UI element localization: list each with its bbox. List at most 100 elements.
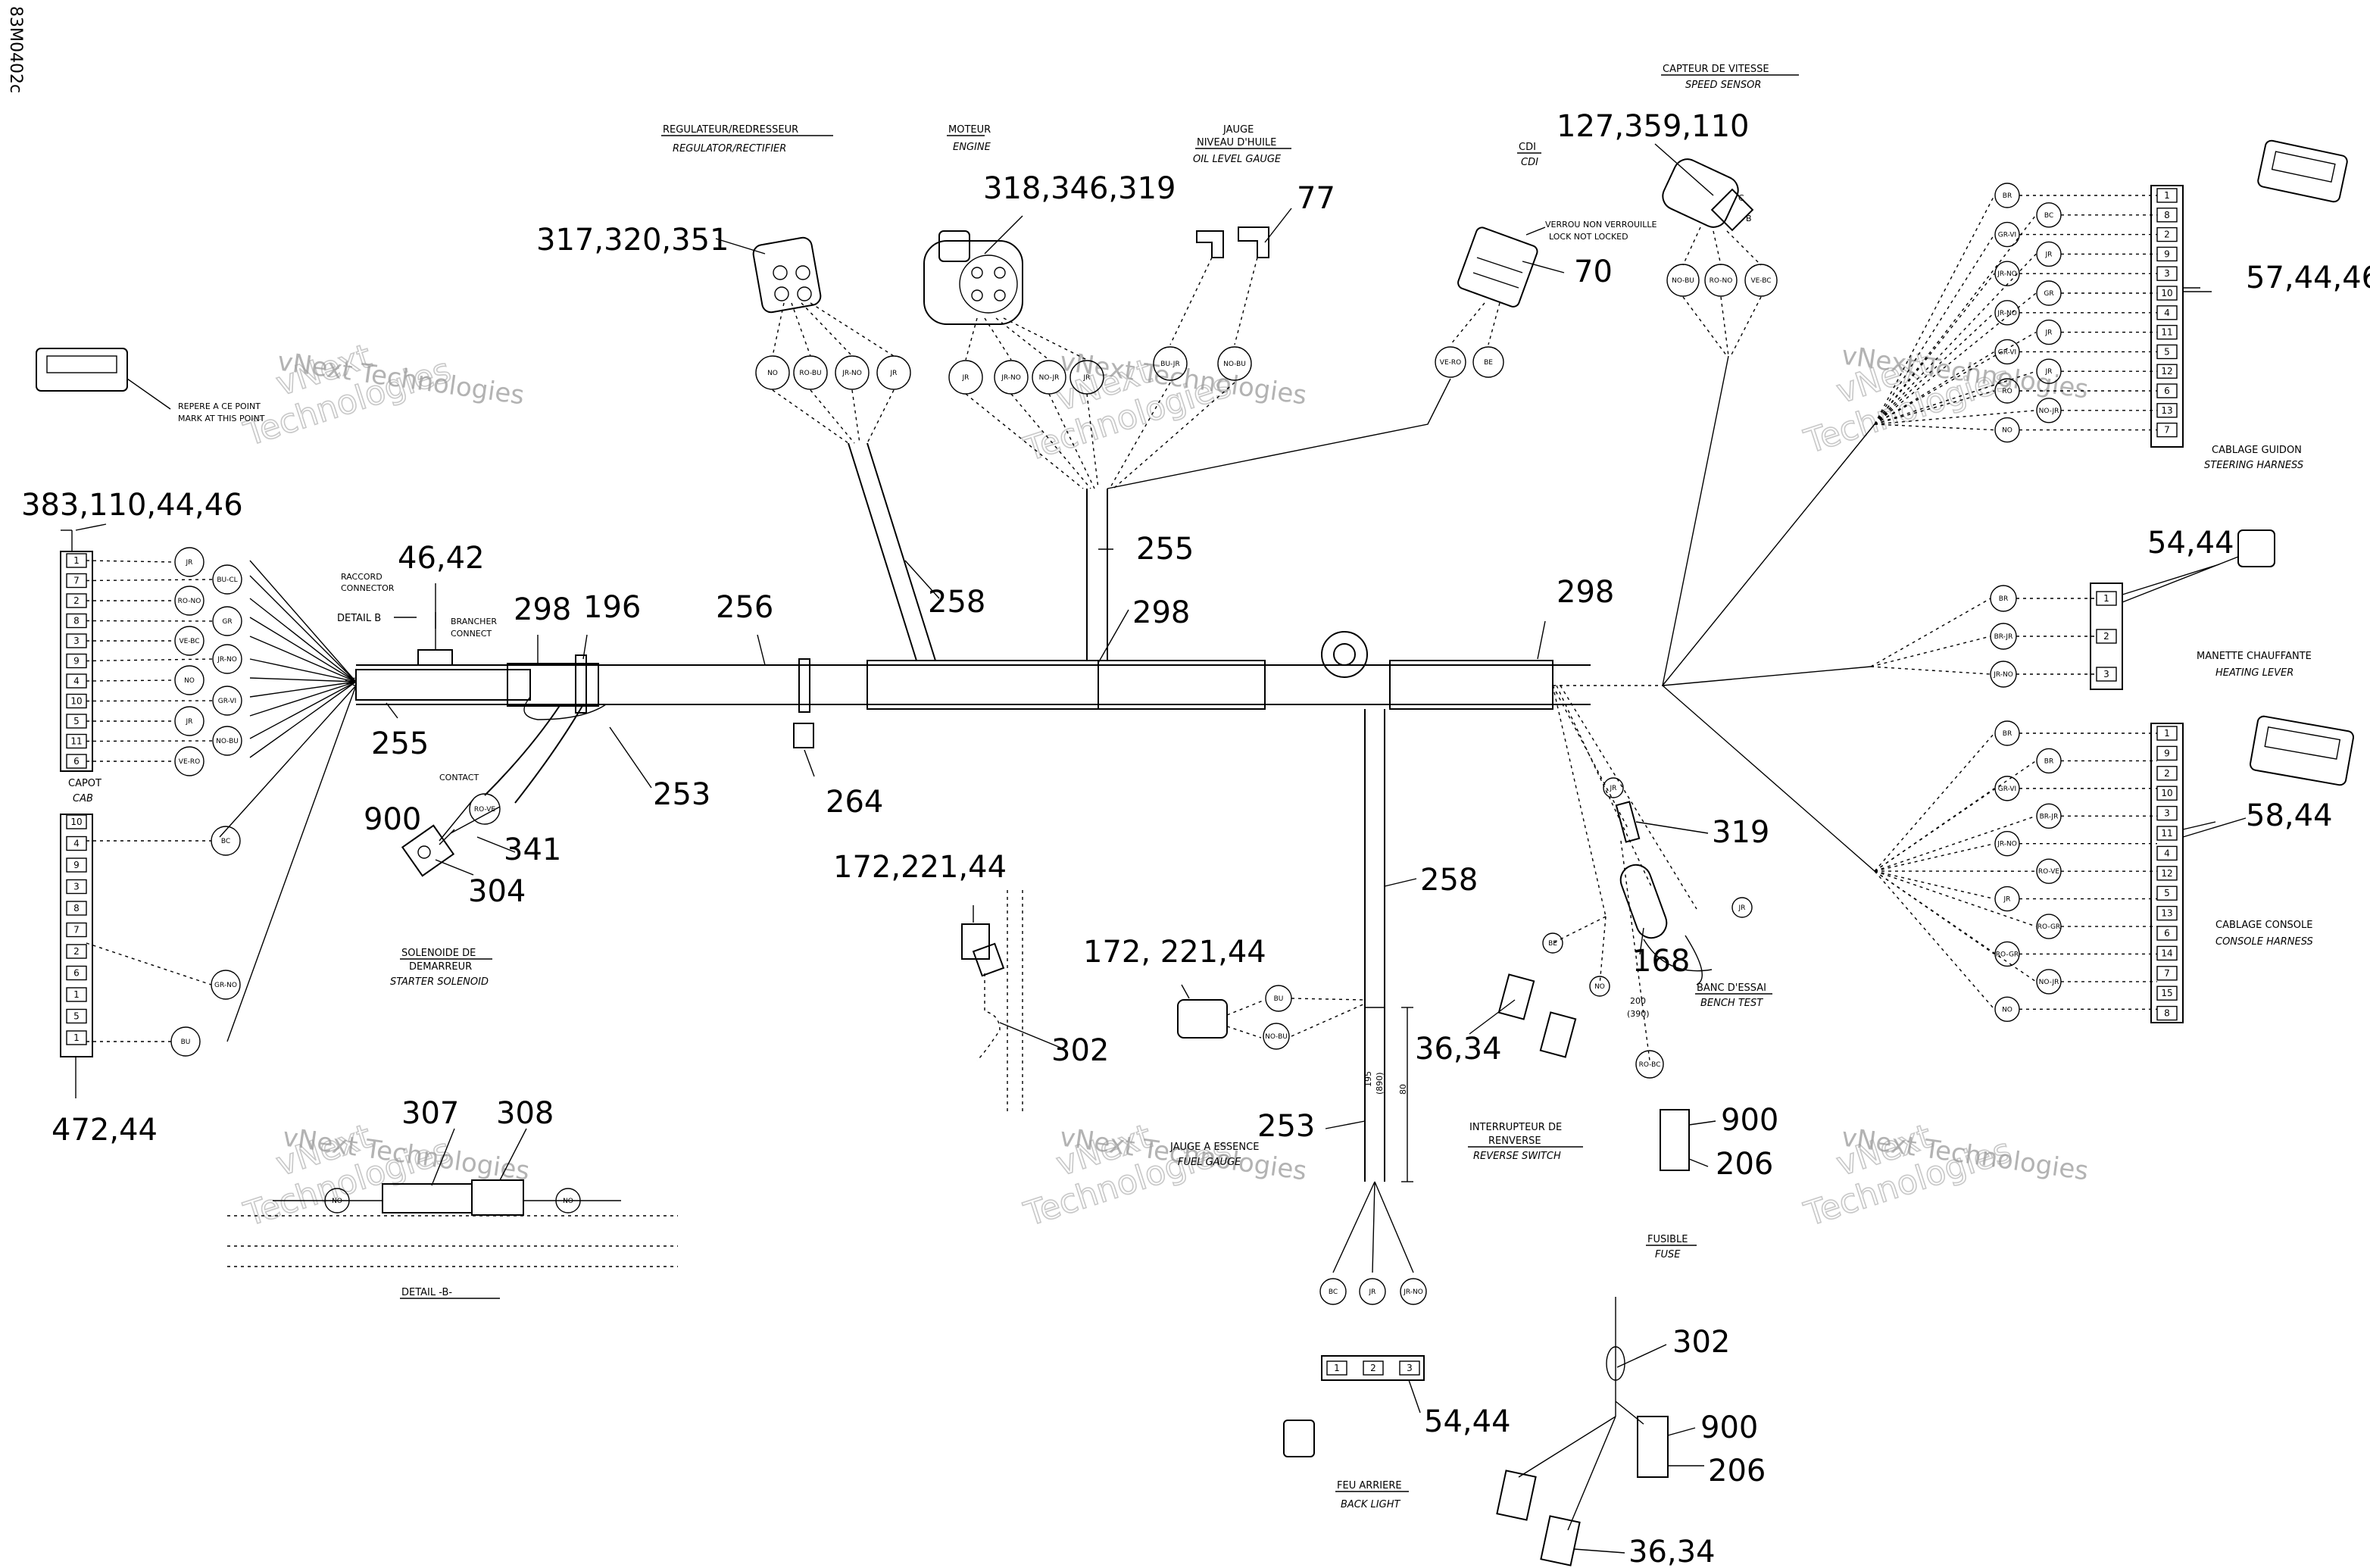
connector-pin-number: 2 xyxy=(73,946,80,957)
mark-connector-body xyxy=(36,348,128,392)
connector-pin-number: 8 xyxy=(2164,1008,2170,1019)
callout: 57,44,46 xyxy=(2246,261,2370,295)
leader-lines xyxy=(75,143,2220,1554)
connector-pin-number: 5 xyxy=(2164,888,2170,898)
connector-pin-number: 7 xyxy=(73,576,80,586)
callout: 341 xyxy=(504,832,561,867)
wire-color-code: JR xyxy=(962,374,970,382)
wire-color-code: BR-JR xyxy=(1994,633,2013,641)
callout: 258 xyxy=(928,585,985,620)
cab-connector-wires: JRBU-CLRO-NOGRVE-BCJR-NONOGR-VIJRNO-BUVE… xyxy=(86,547,242,776)
wire-color-tag xyxy=(212,606,242,636)
wire-color-code: JR xyxy=(890,370,898,377)
part-callouts: 383,110,44,46 472,44 46,42 298 196 256 2… xyxy=(21,109,2370,1568)
wire-color-code: BU xyxy=(181,1039,191,1046)
clip-264-tie xyxy=(798,658,810,713)
connector-pin xyxy=(2156,1005,2178,1021)
wire-color-code: RO-GR xyxy=(2037,923,2060,931)
detail-b-bottom-label: DETAIL -B- xyxy=(401,1287,452,1298)
wire-color-code: JR xyxy=(2045,368,2053,376)
callout: 319 xyxy=(1712,815,1769,850)
detail-b-drawing: NO NO DETAIL -B- xyxy=(227,1179,678,1299)
starter-label-fr1: SOLENOIDE DE xyxy=(401,948,476,959)
cab-connector-body xyxy=(60,551,93,772)
connector-pin-number: 12 xyxy=(2161,366,2172,376)
callout: 58,44 xyxy=(2246,798,2333,833)
wire-color-tag xyxy=(1359,1278,1386,1305)
wire-color-code: JR xyxy=(1369,1288,1376,1296)
wire-color-code: BU-CL xyxy=(217,576,237,584)
wire-color-tag xyxy=(1704,264,1738,297)
reverse-terminal-2 xyxy=(1539,1011,1577,1058)
wire-color-code: GR-VI xyxy=(1998,232,2016,239)
callout: 46,42 xyxy=(398,541,485,576)
detail-b-connector: RACCORD CONNECTOR DETAIL B BRANCHER CONN… xyxy=(337,572,497,666)
wire-color-tag xyxy=(755,355,790,390)
wire xyxy=(1874,870,2037,927)
dim-390: (390) xyxy=(1627,1009,1650,1019)
starter-wire-tag xyxy=(469,793,501,825)
wire-color-tag xyxy=(174,706,205,736)
wire-color-code: NO-BU xyxy=(1223,361,1246,368)
wire xyxy=(1874,815,2037,872)
callout: 77 xyxy=(1297,181,1335,216)
speed-label-fr: CAPTEUR DE VITESSE xyxy=(1663,64,1769,75)
cdi-connector-body xyxy=(1457,226,1538,308)
oil-terminal-2 xyxy=(1238,226,1269,258)
connector-pin-number: 4 xyxy=(73,676,80,686)
regulator-connector xyxy=(752,236,822,314)
bench-label-fr: BANC D'ESSAI xyxy=(1697,982,1766,994)
connector-pin-number: 10 xyxy=(70,696,82,707)
wire-color-tag xyxy=(1217,346,1252,381)
wire xyxy=(1874,870,1995,900)
wire-color-tag xyxy=(174,586,205,616)
cdi-connector: CDI CDI VERROU NON VERROUILLE LOCK NOT L… xyxy=(1107,142,1657,489)
callout: 900 xyxy=(1700,1410,1758,1445)
wire-color-tag xyxy=(1435,346,1466,378)
wire-color-code: NO xyxy=(2002,1006,2012,1014)
wire-color-code: BE xyxy=(1484,359,1493,367)
svg-text:C: C xyxy=(1738,193,1744,203)
lock-label-fr: VERROU NON VERROUILLE xyxy=(1545,220,1657,230)
connector-pin-number: 13 xyxy=(2161,908,2172,919)
oil-label-fr2: NIVEAU D'HUILE xyxy=(1197,137,1276,148)
wire-color-code: JR xyxy=(1083,374,1091,382)
fuse-holder-wire: RO-BC xyxy=(1639,1061,1661,1069)
reverse-wire: BE xyxy=(1548,940,1557,948)
connector-pin xyxy=(1326,1360,1347,1376)
connector-pin-number: 4 xyxy=(73,839,80,849)
dim-195: 195 xyxy=(1363,1071,1373,1087)
connector-pin xyxy=(66,836,87,851)
backlight-label-en: BACK LIGHT xyxy=(1341,1499,1400,1510)
component-168 xyxy=(1619,864,1668,939)
connector-pin-number: 12 xyxy=(2161,868,2172,879)
callout: 383,110,44,46 xyxy=(21,488,243,523)
mark-connector: REPERE A CE POINT MARK AT THIS POINT xyxy=(36,348,265,423)
connector-pin-number: 1 xyxy=(2164,190,2170,201)
starter-solenoid: RO-VE CONTACT SOLENOIDE DE DEMARREUR STA… xyxy=(390,773,501,988)
callout: 196 xyxy=(583,590,641,625)
callout: 36,34 xyxy=(1628,1535,1716,1568)
bench-wire: JR xyxy=(1610,785,1617,792)
callout: 255 xyxy=(371,726,429,761)
wire-color-code: NO-BU xyxy=(1672,277,1694,285)
connector-pin-number: 1 xyxy=(2103,593,2109,604)
wire-color-code: BC xyxy=(2044,212,2053,220)
callout: 298 xyxy=(514,592,571,627)
reverse-label-en: REVERSE SWITCH xyxy=(1473,1151,1561,1162)
detail-b-wire: NO xyxy=(563,1198,573,1205)
engine-label-en: ENGINE xyxy=(953,142,991,153)
speed-sensor-body xyxy=(1662,158,1739,228)
wire-color-code: JR-NO xyxy=(1403,1288,1423,1296)
connect-label-fr: BRANCHER xyxy=(451,617,497,626)
callout: 258 xyxy=(1420,863,1478,898)
detail-b-wire: NO xyxy=(332,1198,342,1205)
callout: 256 xyxy=(716,590,773,625)
wire-color-code: BR-JR xyxy=(2040,813,2059,820)
wire-color-code: NO xyxy=(184,677,195,685)
regulator-label-fr: REGULATEUR/REDRESSEUR xyxy=(663,124,798,136)
wire-color-code: NO-JR xyxy=(2039,408,2059,415)
